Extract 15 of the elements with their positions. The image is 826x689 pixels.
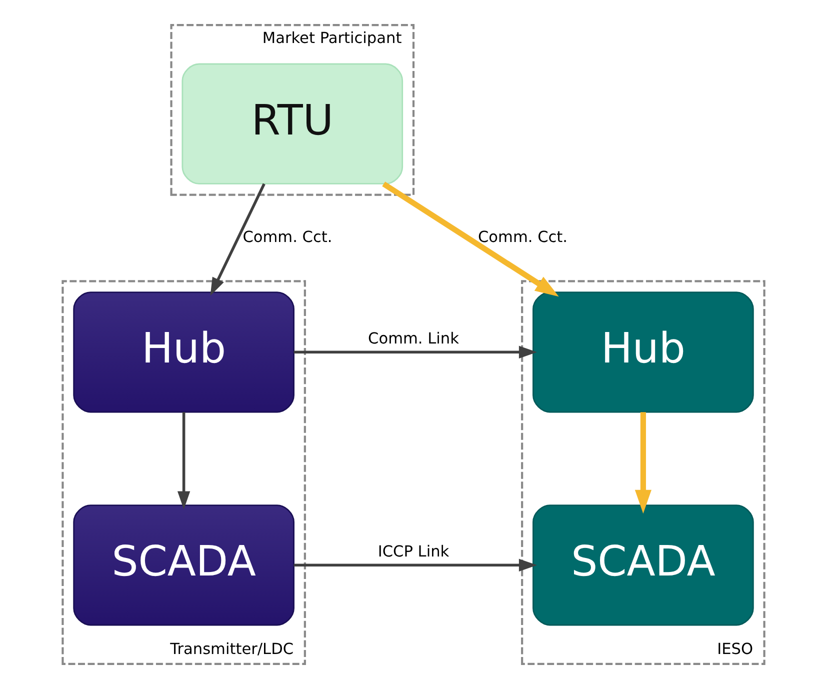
edge-label: ICCP Link	[377, 542, 449, 561]
arrow	[293, 558, 537, 572]
arrow	[176, 412, 190, 510]
arrow	[634, 412, 651, 514]
arrow	[293, 346, 537, 358]
arrow	[210, 183, 265, 296]
node-box: SCADA	[532, 504, 754, 626]
arrow	[382, 182, 558, 297]
node-box: RTU	[181, 63, 403, 184]
node-box: SCADA	[72, 504, 294, 626]
node-box: Hub	[532, 292, 754, 413]
edge-label: Comm. Link	[368, 330, 458, 348]
node-box: Hub	[72, 292, 294, 413]
edge-label: Comm. Cct.	[478, 228, 568, 246]
edge-label: Comm. Cct.	[242, 228, 332, 246]
